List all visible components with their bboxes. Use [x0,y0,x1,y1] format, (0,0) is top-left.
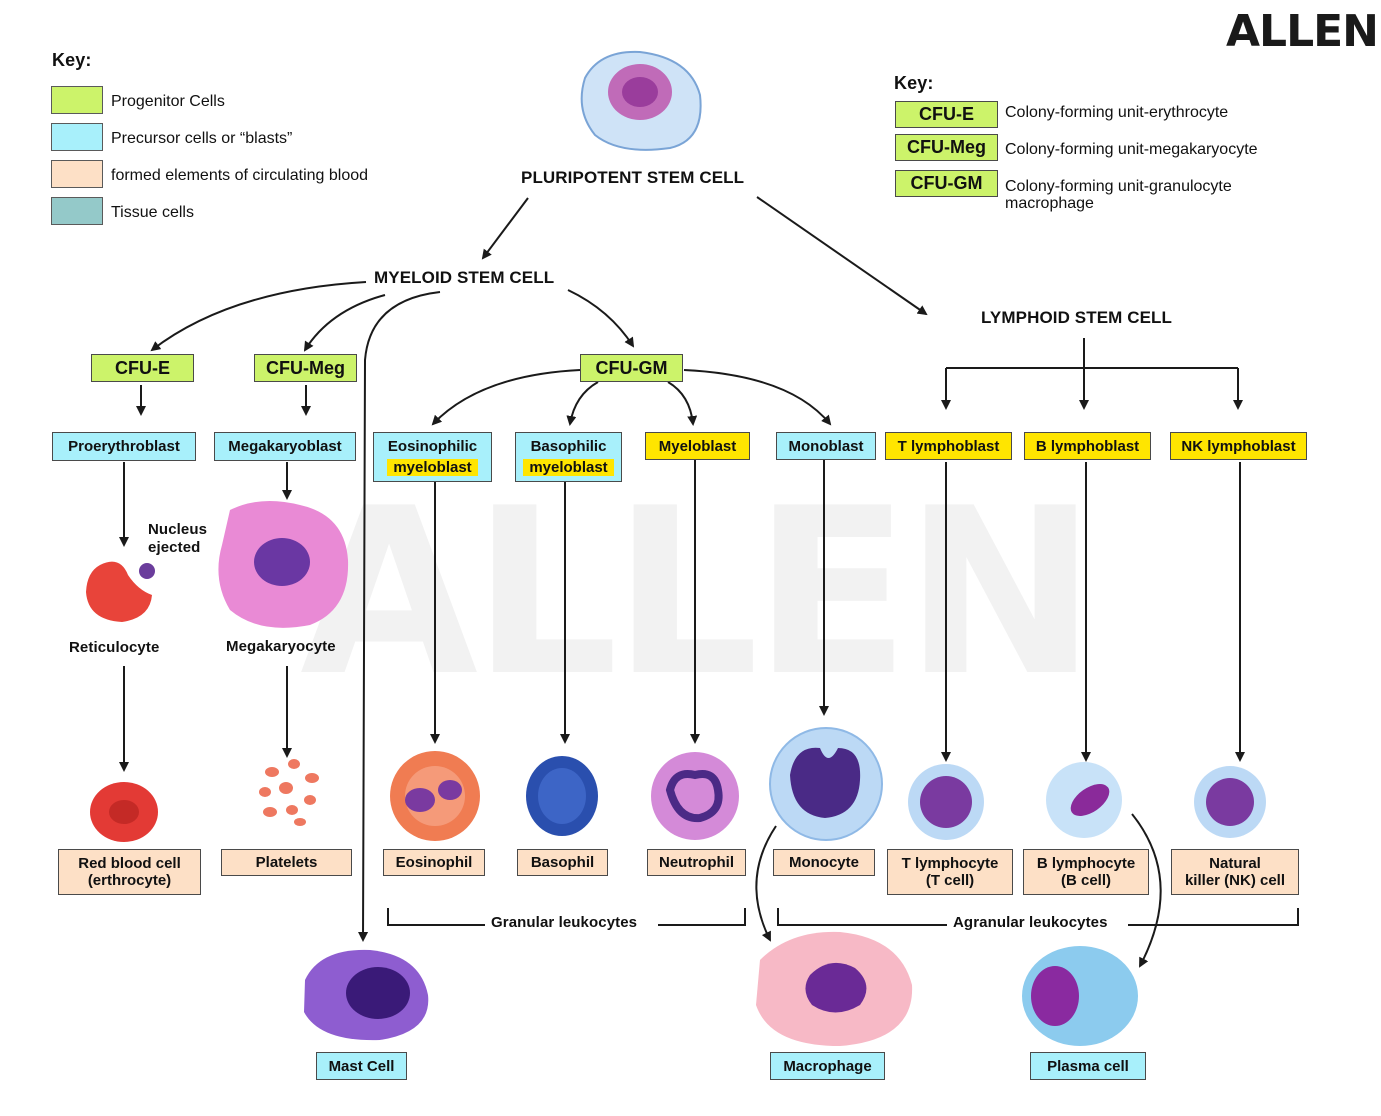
t-lymphocyte-illustration [908,764,984,840]
megakaryocyte-label: Megakaryocyte [226,638,336,655]
eosinophilic-myeloblast-box: Eosinophilic myeloblast [373,432,492,482]
nk-line2: killer (NK) cell [1184,872,1286,889]
monocyte-illustration [769,727,883,841]
macrophage-box: Macrophage [770,1052,885,1080]
basophilic-line2: myeloblast [523,459,614,476]
eosinophil-box: Eosinophil [383,849,485,876]
t-lymphoblast-box: T lymphoblast [885,432,1012,460]
cfu-meg-box: CFU-Meg [254,354,357,382]
neutrophil-illustration [651,752,739,840]
nk-cell-box: Natural killer (NK) cell [1171,849,1299,895]
rbc-line2: (erthrocyte) [87,872,172,889]
eosinophilic-line2: myeloblast [387,459,478,476]
rbc-line1: Red blood cell [78,855,181,872]
key-label-precursor: Precursor cells or “blasts” [111,130,293,147]
allen-logo: ALLEN [1226,6,1379,57]
basophilic-myeloblast-box: Basophilic myeloblast [515,432,622,482]
proerythroblast-box: Proerythroblast [52,432,196,461]
megakaryocyte-illustration [218,501,349,628]
key-cfu-gm: CFU-GM [895,170,998,197]
basophil-illustration [526,756,598,836]
reticulocyte-illustration [86,561,155,622]
monocyte-box: Monocyte [773,849,875,876]
eosinophil-illustration [390,751,480,841]
reticulocyte-label: Reticulocyte [69,639,160,656]
plasma-cell-box: Plasma cell [1030,1052,1146,1080]
key-swatch-precursor [51,123,103,151]
monoblast-box: Monoblast [776,432,876,460]
neutrophil-box: Neutrophil [647,849,746,876]
key-label-progenitor: Progenitor Cells [111,93,225,110]
platelets-illustration [259,759,319,826]
plasma-cell-illustration [1022,946,1138,1046]
arrow-to-lymphoid [756,196,928,316]
myeloid-stem-cell-label: MYELOID STEM CELL [374,268,555,287]
cfu-e-box: CFU-E [91,354,194,382]
key-swatch-progenitor [51,86,103,114]
arrow-to-mast-cell [358,291,441,942]
platelets-box: Platelets [221,849,352,876]
pluripotent-stem-cell-illustration [580,50,702,151]
b-line2: (B cell) [1060,872,1111,889]
key-cfu-gm-meaning-line2: macrophage [1005,195,1094,212]
basophilic-line1: Basophilic [530,438,607,455]
nucleus-line1: Nucleus [148,521,208,538]
key-cfu-meg: CFU-Meg [895,134,998,161]
key-swatch-tissue [51,197,103,225]
key-label-formed: formed elements of circulating blood [111,167,369,184]
myeloblast-box: Myeloblast [645,432,750,460]
key-swatch-formed [51,160,103,188]
mast-cell-illustration [304,949,429,1041]
t-line1: T lymphocyte [901,855,999,872]
pluripotent-stem-cell-label: PLURIPOTENT STEM CELL [521,168,745,187]
watermark: ALLEN [300,460,1097,727]
nk-lymphoblast-box: NK lymphoblast [1170,432,1307,460]
granular-leukocytes-label: Granular leukocytes [488,914,641,931]
lymphoid-stem-cell-label: LYMPHOID STEM CELL [981,308,1173,327]
key-cfu-gm-meaning-line1: Colony-forming unit-granulocyte [1005,178,1232,195]
key-cfu-e: CFU-E [895,101,998,128]
arrow-to-cfu-e [150,281,367,352]
nk-line1: Natural [1209,855,1261,872]
b-lymphoblast-box: B lymphoblast [1024,432,1151,460]
key-cfu-e-meaning: Colony-forming unit-erythrocyte [1005,104,1229,121]
key-cfu-meg-meaning: Colony-forming unit-megakaryocyte [1005,141,1258,158]
arrow-to-cfu-meg [303,294,386,352]
agranular-leukocytes-label: Agranular leukocytes [950,914,1111,931]
rbc-box: Red blood cell (erthrocyte) [58,849,201,895]
key-right-title: Key: [894,73,934,93]
b-lymphocyte-illustration [1046,762,1122,838]
eosinophilic-line1: Eosinophilic [387,438,478,455]
b-line1: B lymphocyte [1036,855,1136,872]
t-line2: (T cell) [925,872,975,889]
macrophage-illustration [756,931,913,1046]
key-label-tissue: Tissue cells [111,204,194,221]
key-left-title: Key: [52,50,92,70]
nucleus-ejected-label: Nucleus ejected [148,521,207,557]
nucleus-line2: ejected [148,539,201,556]
nk-cell-illustration [1194,766,1266,838]
mast-cell-box: Mast Cell [316,1052,407,1080]
key-cfu-gm-meaning: Colony-forming unit-granulocyte macropha… [1005,178,1232,212]
arrow-to-cfu-gm [567,289,635,348]
rbc-illustration [90,782,158,842]
basophil-box: Basophil [517,849,608,876]
arrow-to-myeloid [481,197,529,260]
b-lymphocyte-box: B lymphocyte (B cell) [1023,849,1149,895]
cfu-gm-box: CFU-GM [580,354,683,382]
t-lymphocyte-box: T lymphocyte (T cell) [887,849,1013,895]
megakaryoblast-box: Megakaryoblast [214,432,356,461]
